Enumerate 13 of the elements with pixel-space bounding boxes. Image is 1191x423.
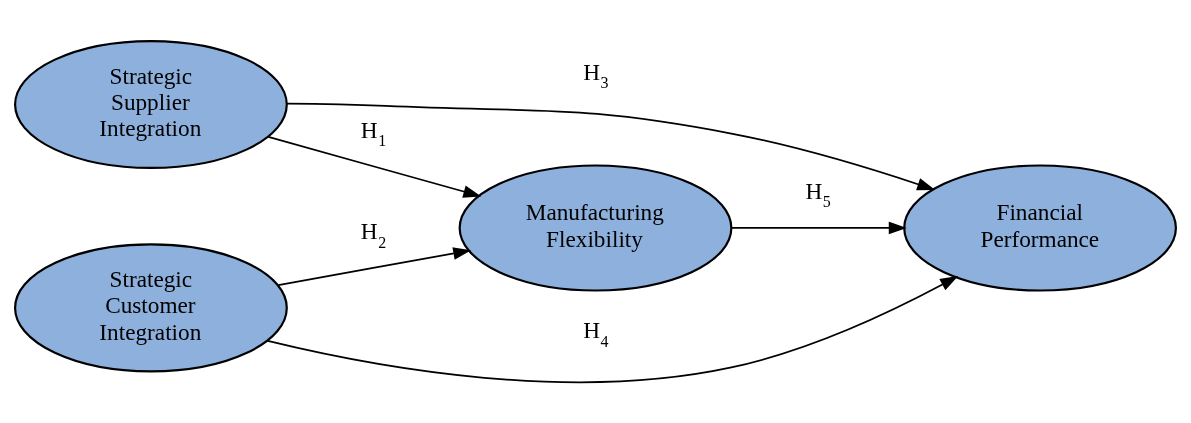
node-ellipse: Manufacturing Flexibility xyxy=(458,163,733,292)
arrow xyxy=(285,102,936,190)
edge-label: H$_{3}$ xyxy=(583,58,609,91)
arrow xyxy=(267,135,482,198)
edge-label: H$_{1}$ xyxy=(360,116,387,149)
edge-label: H$_{4}$ xyxy=(583,316,609,350)
edge-label: H$_{2}$ xyxy=(360,217,387,251)
arrow xyxy=(266,275,959,383)
node-ellipse: Strategic Customer Integration xyxy=(14,242,288,372)
edge-label: H$_{5}$ xyxy=(805,177,831,210)
arrow xyxy=(731,221,907,234)
node-ellipse: Strategic Supplier Integration xyxy=(14,39,288,169)
arrow xyxy=(277,246,472,286)
